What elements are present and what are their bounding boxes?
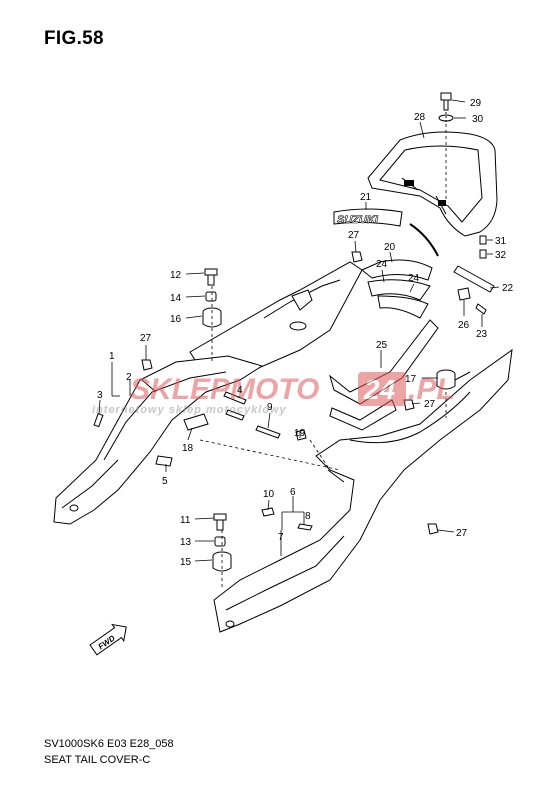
callout-7: 7 bbox=[278, 532, 284, 543]
callout-19: 19 bbox=[294, 428, 306, 439]
callout-15: 15 bbox=[180, 557, 192, 568]
callout-12: 12 bbox=[170, 270, 182, 281]
callout-10: 10 bbox=[263, 489, 275, 500]
callout-27a: 27 bbox=[348, 230, 360, 241]
seat-tail-cover-part bbox=[367, 131, 498, 237]
assembly-lines bbox=[199, 124, 447, 590]
callout-27b: 27 bbox=[140, 333, 152, 344]
callout-4: 4 bbox=[237, 385, 243, 396]
emblem-text: SUZUKI bbox=[337, 214, 379, 226]
figure-caption: SEAT TAIL COVER-C bbox=[44, 754, 151, 766]
callout-14: 14 bbox=[170, 293, 182, 304]
callout-27c: 27 bbox=[424, 399, 436, 410]
callout-1: 1 bbox=[109, 351, 115, 362]
watermark-brand-badge: 24 bbox=[363, 374, 396, 405]
watermark-badge-bg bbox=[358, 372, 406, 406]
callout-13: 13 bbox=[180, 537, 192, 548]
bolt-part bbox=[438, 92, 454, 122]
callout-5: 5 bbox=[162, 476, 168, 487]
callout-8: 8 bbox=[305, 511, 311, 522]
callout-6: 6 bbox=[290, 487, 296, 498]
watermark-brand-left: SKLEPMOTO bbox=[130, 373, 319, 406]
callout-9: 9 bbox=[267, 402, 273, 413]
center-frame-part bbox=[189, 259, 433, 385]
callout-16: 16 bbox=[170, 314, 182, 325]
callout-labels: 29 30 28 21 27 20 24 24 31 32 22 26 23 1… bbox=[97, 98, 514, 568]
leader-lines bbox=[98, 99, 500, 562]
callout-3: 3 bbox=[97, 390, 103, 401]
callout-24a: 24 bbox=[376, 259, 388, 270]
callout-24b: 24 bbox=[408, 273, 420, 284]
suzuki-emblem: SUZUKI bbox=[333, 208, 439, 257]
callout-31: 31 bbox=[495, 236, 507, 247]
callout-18: 18 bbox=[182, 443, 194, 454]
callout-28: 28 bbox=[414, 112, 426, 123]
callout-23: 23 bbox=[476, 329, 488, 340]
callout-29: 29 bbox=[470, 98, 482, 109]
figure-title: FIG.58 bbox=[44, 28, 104, 49]
callout-26: 26 bbox=[458, 320, 470, 331]
callout-30: 30 bbox=[472, 114, 484, 125]
callout-32: 32 bbox=[495, 250, 507, 261]
callout-11: 11 bbox=[180, 515, 191, 526]
left-side-cover-part bbox=[53, 355, 264, 525]
right-side-cover-part bbox=[213, 348, 513, 633]
model-code: SV1000SK6 E03 E28_058 bbox=[44, 738, 174, 750]
watermark: SKLEPMOTO 24 .PL internetowy sklep motoc… bbox=[92, 372, 455, 416]
callout-20: 20 bbox=[384, 242, 396, 253]
callout-21: 21 bbox=[360, 192, 372, 203]
callout-25: 25 bbox=[376, 340, 388, 351]
callout-17: 17 bbox=[405, 374, 417, 385]
callout-2: 2 bbox=[126, 372, 132, 383]
callout-27d: 27 bbox=[456, 528, 468, 539]
watermark-brand-right: .PL bbox=[408, 373, 455, 406]
callout-22: 22 bbox=[502, 283, 514, 294]
fwd-arrow-icon: FWD bbox=[89, 623, 127, 656]
watermark-tagline: internetowy sklep motocyklowy bbox=[92, 404, 287, 416]
small-parts bbox=[93, 235, 495, 572]
